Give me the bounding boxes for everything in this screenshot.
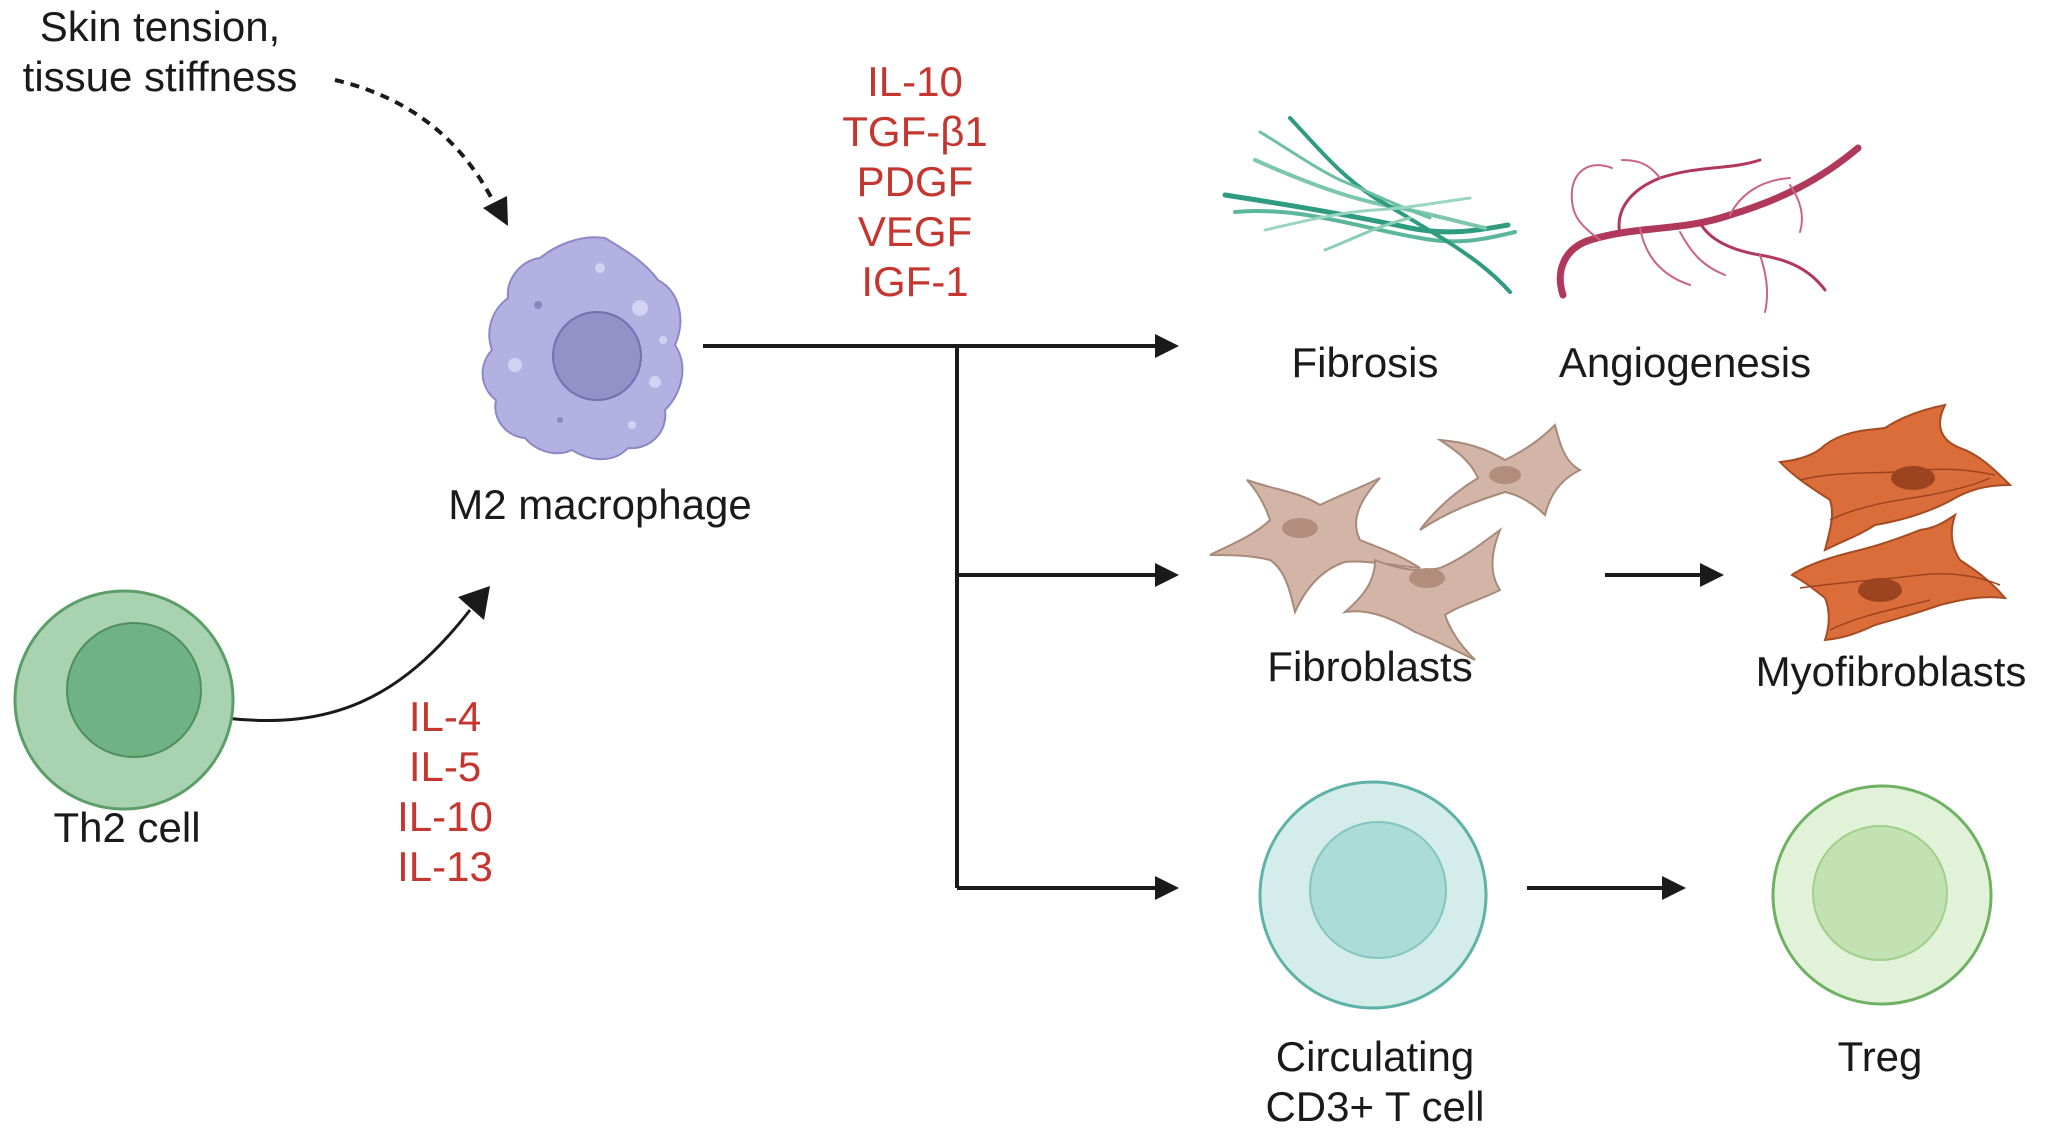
- factor-il10: IL-10: [867, 58, 963, 105]
- myofibroblasts-label: Myofibroblasts: [1755, 648, 2027, 695]
- fibrosis-fibers: [1222, 116, 1517, 294]
- fibroblasts-label: Fibroblasts: [1267, 643, 1473, 690]
- factor-vegf: VEGF: [857, 208, 973, 255]
- macrophage-label: M2 macrophage: [448, 481, 752, 528]
- th2-cytokine-list: IL-4 IL-5 IL-10 IL-13: [360, 692, 530, 892]
- th2-to-macrophage-arrowhead: [458, 586, 490, 620]
- treg-label: Treg: [1837, 1033, 1923, 1080]
- cytokine-il4: IL-4: [408, 693, 482, 740]
- m2-macrophage-cell: [481, 236, 684, 461]
- th2-cell: [13, 589, 235, 811]
- macrophage-factor-list: IL-10 TGF-β1 PDGF VEGF IGF-1: [800, 57, 1030, 307]
- cytokine-il13: IL-13: [397, 843, 493, 890]
- mechanical-cue-line-1: Skin tension,: [39, 3, 281, 50]
- th2-to-macrophage-arrow: [224, 609, 472, 722]
- factor-pdgf: PDGF: [856, 158, 974, 205]
- fibroblast-cells: [1209, 423, 1583, 661]
- myofibroblast-cells: [1777, 403, 2013, 642]
- fibrosis-label: Fibrosis: [1291, 339, 1439, 386]
- angiogenesis-label: Angiogenesis: [1558, 339, 1812, 386]
- factor-tgf-b1: TGF-β1: [842, 108, 988, 155]
- mechanical-cue-arrowhead: [483, 196, 508, 226]
- mechanical-cue-label: Skin tension, tissue stiffness: [0, 2, 320, 102]
- t-cell-label-line-2: CD3+ T cell: [1265, 1083, 1485, 1130]
- th2-cell-label: Th2 cell: [53, 804, 201, 851]
- cytokine-il5: IL-5: [408, 743, 482, 790]
- t-cell-label-line-1: Circulating: [1275, 1033, 1475, 1080]
- mechanical-cue-line-2: tissue stiffness: [22, 53, 298, 100]
- cytokine-il10: IL-10: [397, 793, 493, 840]
- branch-arrows: [703, 334, 1724, 900]
- angiogenesis-vessel: [1556, 144, 1862, 313]
- factor-igf1: IGF-1: [861, 258, 969, 305]
- cd3-t-cell: [1258, 780, 1488, 1010]
- treg-cell: [1771, 784, 1993, 1006]
- mechanical-cue-arrow: [334, 78, 502, 216]
- t-cell-label: Circulating CD3+ T cell: [1225, 1032, 1525, 1132]
